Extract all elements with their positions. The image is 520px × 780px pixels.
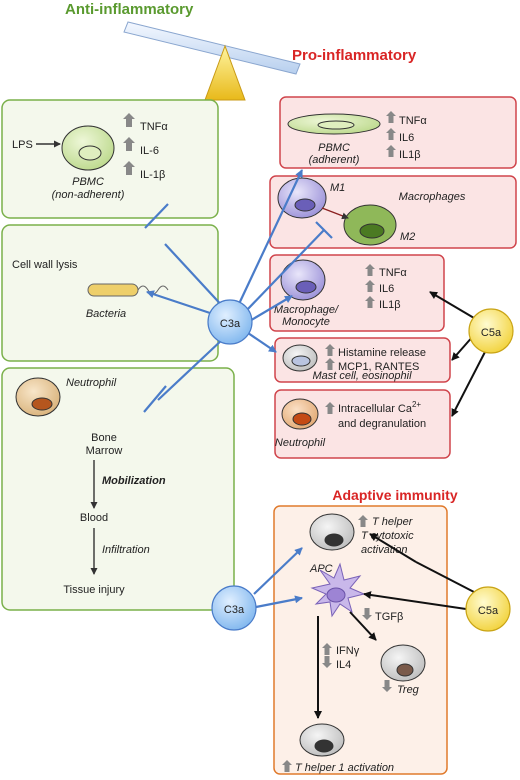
blood-label: Blood [80,512,108,524]
mast-cell-icon [282,344,318,372]
ifng-label: IFNγ [336,645,360,657]
m1-to-m2-arrow [321,207,349,220]
intracellular-ca-label: Intracellular Ca2+ [338,400,421,415]
ifng-il4-arrow-icons [322,643,332,668]
il1b-label-pro3: IL1β [379,299,401,311]
apc-dendritic-cell-icon [310,562,366,618]
th1-activation-label: T helper 1 activation [295,762,394,774]
adaptive-immunity-header: Adaptive immunity [332,487,457,503]
up-arrow-icons-left [123,113,135,175]
up-arrow-icon-thelper [358,515,368,527]
pbmc-cell-icon [61,125,115,171]
neutrophil-cell-icon-right [281,398,319,430]
m1-label: M1 [330,182,345,194]
il6-label-left: IL-6 [140,145,159,157]
infiltration-label: Infiltration [102,544,150,556]
tgfb-label: TGFβ [375,611,403,623]
macrophages-box [269,175,517,249]
il1b-label-left: IL-1β [140,169,165,181]
c5a-label-upper: C5a [481,327,502,339]
macrophage-monocyte-label-2: Monocyte [282,316,330,328]
treg-label: Treg [397,684,420,696]
macrophages-label: Macrophages [399,191,466,203]
m2-label: M2 [400,231,415,243]
bacteria-label: Bacteria [86,308,126,320]
tnfa-label-pro1: TNFα [399,115,427,127]
treg-cell-icon [380,644,426,682]
t-cytotoxic-label: T cytotoxic [361,530,414,542]
mcp1-rantes-label: MCP1, RANTES [338,361,419,373]
pbmc-non-adherent-label-2: (non-adherent) [52,189,125,201]
c5a-node-lower[interactable]: C5a [465,586,511,632]
neutrophil-mobilization-box [1,367,235,611]
t-helper-label: T helper [372,516,414,528]
pro-inflammatory-header: Pro-inflammatory [292,47,417,64]
histamine-release-label: Histamine release [338,347,426,359]
il6-label-pro3: IL6 [379,283,394,295]
m2-macrophage-icon [343,204,397,246]
down-arrow-icon-treg [382,680,392,692]
up-arrow-icon-th1 [282,760,292,772]
lps-label: LPS [12,139,33,151]
marrow-label: Marrow [86,445,123,457]
intracellular-ca-text: Intracellular Ca [338,403,413,415]
seesaw-icon [123,21,301,101]
il1b-label-pro1: IL1β [399,149,421,161]
tnfa-label-left: TNFα [140,121,168,133]
up-arrow-icons-pro4 [325,344,335,370]
mast-cell-eosinophil-label: Mast cell, eosinophil [312,370,412,382]
c3a-label-lower: C3a [224,604,245,616]
down-arrow-icon-tgfb [362,608,372,620]
ca-superscript: 2+ [412,400,421,409]
tissue-injury-label: Tissue injury [63,584,125,596]
tnfa-label-pro3: TNFα [379,267,407,279]
c5a-lower-connections [363,533,475,610]
pbmc-adherent-label-2: (adherent) [309,154,360,166]
adherent-pbmc-cell-icon [287,113,381,135]
il4-label: IL4 [336,659,351,671]
up-arrow-icons-pro1 [386,111,396,157]
c3a-node-lower[interactable]: C3a [211,585,257,631]
pbmc-adherent-label-1: PBMC [318,142,350,154]
neutrophil-cell-icon-left [15,377,61,417]
mobilization-label: Mobilization [102,475,166,487]
c5a-label-lower: C5a [478,605,499,617]
c3a-label-upper: C3a [220,318,241,330]
c3a-lower-connections [253,547,303,609]
degranulation-label: and degranulation [338,418,426,430]
mast-cell-box [274,337,451,383]
c3a-upper-connections [143,169,333,413]
t-helper-cell-icon [309,513,355,551]
apc-to-treg-arrow [349,611,377,641]
macrophage-monocyte-icon [280,259,326,301]
bone-label: Bone [91,432,117,444]
th1-cell-icon [299,723,345,757]
macrophage-monocyte-label-1: Macrophage/ [274,304,339,316]
cell-wall-lysis-label: Cell wall lysis [12,259,78,271]
up-arrow-icon-pro5 [325,402,335,414]
apc-label: APC [309,563,333,575]
pbmc-non-adherent-label-1: PBMC [72,176,104,188]
neutrophil-label-left: Neutrophil [66,377,117,389]
up-arrow-icons-pro3 [365,264,375,308]
c5a-node-upper[interactable]: C5a [468,308,514,354]
activation-label: activation [361,544,407,556]
m1-macrophage-icon [277,177,327,219]
anti-inflammatory-header: Anti-inflammatory [65,1,194,18]
il6-label-pro1: IL6 [399,132,414,144]
neutrophil-degranulation-box [274,389,451,459]
c3a-node-upper[interactable]: C3a [207,299,253,345]
neutrophil-label-right: Neutrophil [275,437,326,449]
